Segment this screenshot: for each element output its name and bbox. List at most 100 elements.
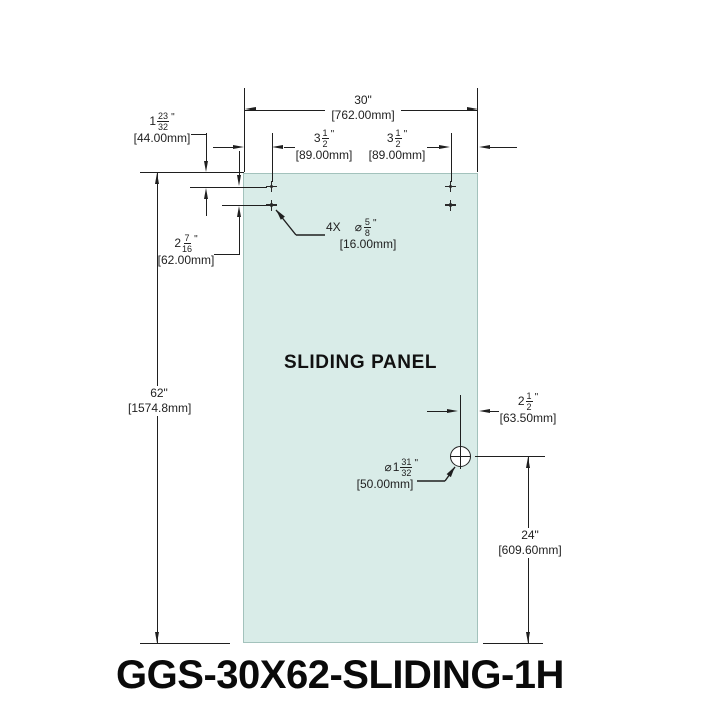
glass-panel: SLIDING PANEL <box>243 173 478 643</box>
dim-numerator: 1 <box>394 127 402 139</box>
arrowhead-top-to-row1-up <box>203 187 208 199</box>
handle-hole-crosshair-horizontal <box>451 455 470 457</box>
dim-tail-handle-offset-a <box>427 411 448 413</box>
ext-line-handle-hole-vertical <box>459 395 461 438</box>
dim-numerator: 5 <box>363 216 371 228</box>
dim-unit: " <box>534 392 539 403</box>
dim-handle-hole-edge-offset-mm: [63.50mm] <box>499 411 557 425</box>
dim-line-top-to-row1-lower <box>205 198 207 216</box>
dim-denominator: 16 <box>182 244 193 254</box>
mount-hole-leader <box>275 209 325 236</box>
dim-whole: 2 <box>517 394 525 408</box>
center-mark-dot <box>448 203 453 207</box>
arrowhead-right-offset-b <box>478 145 490 150</box>
arrowhead-handle-offset-b <box>478 408 490 413</box>
dim-unit: " <box>372 218 377 229</box>
arrowhead-row1-to-row2-down <box>237 175 241 186</box>
dim-handle-hole-height: 24" [609.60mm] <box>496 528 564 558</box>
handle-hole-leader <box>417 466 456 482</box>
center-mark-dot <box>269 184 274 189</box>
arrowhead-left-offset-b <box>272 145 283 150</box>
dim-overall-width-mm: [762.00mm] <box>331 108 395 122</box>
dim-first-to-second-hole-mm: [62.00mm] <box>157 253 215 267</box>
arrowhead-handle-height-top <box>525 456 530 468</box>
dim-denominator: 2 <box>322 139 328 149</box>
dim-line-row1-to-row2-lower <box>239 216 241 254</box>
dim-whole: 3 <box>313 131 321 145</box>
arrowhead-height-bottom <box>154 632 159 643</box>
dim-overall-height-mm: [1574.8mm] <box>128 401 192 415</box>
dim-denominator: 2 <box>395 139 401 149</box>
mount-hole-bottom-right <box>445 199 456 211</box>
handle-hole-crosshair-vertical <box>459 438 461 469</box>
ext-line-right-hole-column <box>450 133 452 182</box>
callout-handle-hole-mm: [50.00mm] <box>356 477 414 491</box>
dim-whole: 2 <box>174 236 182 250</box>
leader-arrowhead <box>446 466 455 478</box>
dim-unit: " <box>171 112 175 123</box>
dim-top-to-first-hole-mm: [44.00mm] <box>133 131 191 145</box>
diameter-symbol: ⌀ <box>384 460 392 474</box>
leader-arrowhead <box>276 209 285 220</box>
dim-numerator: 7 <box>183 232 191 244</box>
ext-line-handle-hole-horizontal <box>475 455 545 457</box>
center-mark-dot <box>448 184 453 189</box>
dim-numerator: 31 <box>400 456 413 468</box>
dim-overall-height-inch: 62" <box>150 386 168 400</box>
dim-whole: 1 <box>149 114 157 128</box>
ext-line-left-hole-column <box>271 133 273 182</box>
hole-quantity: 4X <box>326 220 341 234</box>
ext-line-panel-right-top <box>477 88 479 172</box>
arrowhead-height-top <box>154 172 159 184</box>
dim-handle-hole-height-inch: 24" <box>521 528 539 542</box>
arrowhead-top-to-row1-down <box>203 161 208 172</box>
dim-tail-right-offset-b <box>490 147 517 149</box>
arrowhead-width-left <box>245 107 256 112</box>
dim-overall-width: 30" [762.00mm] <box>325 93 401 123</box>
arrowhead-right-offset-a <box>439 145 450 150</box>
dim-tail-right-offset-a <box>427 147 439 149</box>
dim-tail-handle-offset-b <box>490 411 499 413</box>
ext-line-hole-row2 <box>222 205 267 207</box>
dim-tail-left-offset-a <box>213 147 234 149</box>
dim-denominator: 8 <box>364 228 370 238</box>
dim-line-top-to-row1-upper <box>205 133 207 161</box>
dim-denominator: 2 <box>526 402 532 412</box>
dim-overall-height: 62" [1574.8mm] <box>126 386 192 416</box>
ext-line-panel-left-top <box>244 88 246 172</box>
dim-whole: 1 <box>392 460 400 474</box>
arrowhead-handle-height-bottom <box>525 632 530 643</box>
dim-unit: " <box>403 129 408 140</box>
drawing-title: GGS-30X62-SLIDING-1H <box>116 653 564 697</box>
arrowhead-row1-to-row2-up <box>237 205 241 217</box>
dim-denominator: 32 <box>401 468 412 478</box>
ext-line-top-edge <box>140 172 244 174</box>
arrowhead-width-right <box>467 107 478 112</box>
dim-handle-hole-height-mm: [609.60mm] <box>498 543 562 557</box>
callout-mount-hole-mm: [16.00mm] <box>339 237 397 251</box>
center-mark-dot <box>269 203 274 207</box>
dim-denominator: 32 <box>158 122 169 132</box>
ext-line-bottom-right <box>483 642 543 644</box>
dim-unit: " <box>414 458 418 469</box>
dim-overall-width-inch: 30" <box>354 93 372 107</box>
